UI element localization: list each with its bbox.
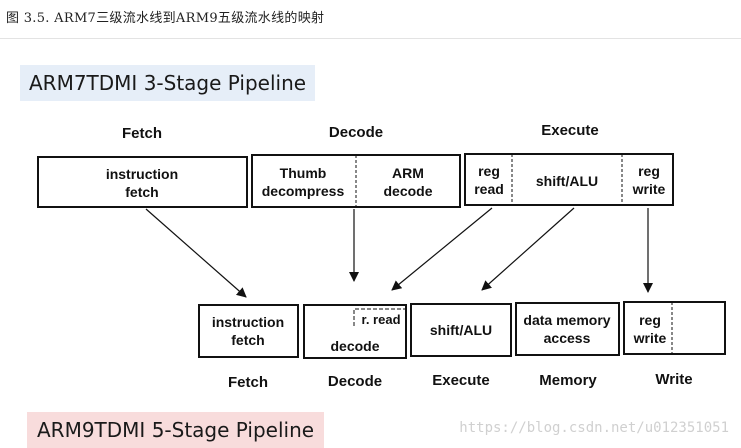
arm7-fetch-box (37, 156, 248, 208)
arm7-thumb-label-1: Thumb (280, 165, 327, 181)
arm9-fetch-box (198, 304, 299, 358)
arm7-regwrite-label-2: write (632, 181, 666, 197)
arm7-regread-label-2: read (474, 181, 504, 197)
arm7-fetch-label-1: instruction (106, 166, 178, 182)
arm7-thumb-label-2: decompress (262, 183, 345, 199)
arm7-regread-label-1: reg (478, 163, 500, 179)
arrow-alu-to-alu (481, 207, 575, 291)
arm9-shift-alu-label: shift/ALU (430, 322, 492, 338)
arm7-stage-execute: Execute (541, 122, 599, 139)
arm9-memory-box (515, 302, 620, 356)
arm9-fetch-label-1: instruction (212, 314, 284, 330)
arm9-stage-execute: Execute (432, 372, 490, 389)
arm9-stage-memory: Memory (539, 372, 597, 389)
arm7-regwrite-label-1: reg (638, 163, 660, 179)
arm9-write-box (623, 301, 726, 355)
arm9-pipeline-title: ARM9TDMI 5-Stage Pipeline (27, 412, 325, 448)
arm7-pipeline-title: ARM7TDMI 3-Stage Pipeline (20, 65, 316, 101)
arm9-stage-write: Write (655, 371, 692, 388)
arrow-regread-to-rread (391, 207, 493, 291)
watermark-text: https://blog.csdn.net/u012351051 (459, 420, 729, 436)
arm9-stage-decode: Decode (328, 373, 382, 390)
figure-caption: 图 3.5. ARM7三级流水线到ARM9五级流水线的映射 (6, 11, 325, 26)
arm7-shift-alu-label: shift/ALU (536, 173, 598, 189)
arm9-rread-divider (353, 308, 405, 326)
arm7-execute-box (464, 153, 674, 206)
arm9-stage-fetch: Fetch (228, 374, 268, 391)
arm9-memory-label-2: access (544, 330, 591, 346)
arm7-stage-decode: Decode (329, 124, 383, 141)
arm9-decode-label: decode (330, 338, 379, 354)
arm7-fetch-label-2: fetch (125, 184, 158, 200)
divider (0, 38, 741, 39)
arm9-regwrite-label-2: write (633, 330, 667, 346)
arm9-regwrite-label-1: reg (639, 312, 661, 328)
arm7-stage-fetch: Fetch (122, 125, 162, 142)
arm7-arm-decode-label-2: decode (383, 183, 432, 199)
arm7-arm-decode-label-1: ARM (392, 165, 424, 181)
arm9-execute-box (410, 303, 512, 357)
arm9-rread-label: r. read (361, 312, 400, 327)
arrow-fetch-to-fetch (145, 208, 247, 298)
arm9-memory-label-1: data memory (523, 312, 610, 328)
arm9-fetch-label-2: fetch (231, 332, 264, 348)
arm9-decode-box (303, 304, 407, 359)
